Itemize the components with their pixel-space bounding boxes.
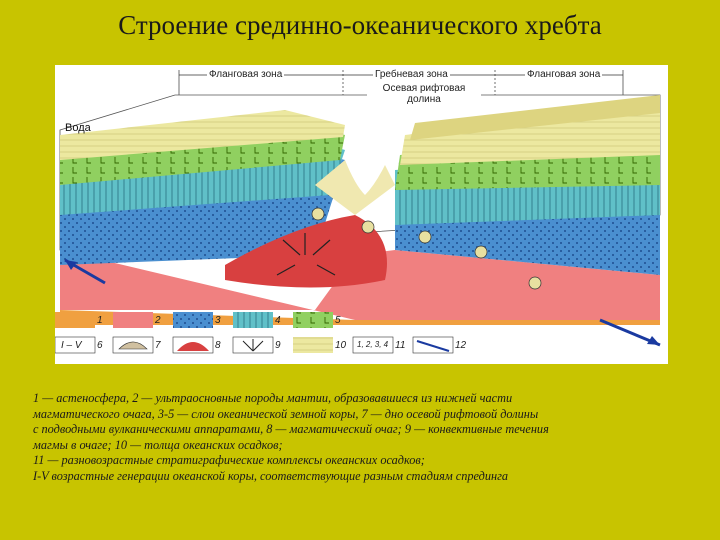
legend-swatch-2 <box>113 312 153 328</box>
legend-label-6: 6 <box>97 340 103 351</box>
caption-line: магматического очага, 3-5 — слои океанич… <box>33 407 713 423</box>
zone-label-center: Гребневая зона <box>373 69 450 80</box>
legend-swatch-10 <box>293 337 333 353</box>
zone-label-rift: Осевая рифтовая долина <box>367 83 481 105</box>
caption-line: 11 — разновозрастные стратиграфические к… <box>33 453 713 469</box>
legend-label-2: 2 <box>155 315 161 326</box>
legend-label-4: 4 <box>275 315 281 326</box>
caption-line: I-V возрастные генерации океанской коры,… <box>33 469 713 485</box>
legend-generations: I – V <box>61 340 82 351</box>
legend-label-7: 7 <box>155 340 161 351</box>
legend-label-10: 10 <box>335 340 346 351</box>
caption-line: 1 — астеносфера, 2 — ультраосновные поро… <box>33 391 713 407</box>
legend-label-5: 5 <box>335 315 341 326</box>
page-title: Строение срединно-океанического хребта <box>0 10 720 41</box>
legend-label-1: 1 <box>97 315 103 326</box>
water-label: Вода <box>65 122 91 134</box>
ridge-diagram: Фланговая зона Гребневая зона Фланговая … <box>55 65 668 364</box>
caption-line: с подводными вулканическими аппаратами, … <box>33 422 713 438</box>
ridge-block-diagram <box>55 65 668 364</box>
legend-swatch-4 <box>233 312 273 328</box>
zone-label-left: Фланговая зона <box>207 69 284 80</box>
caption-line: магмы в очаге; 10 — толща океанских осад… <box>33 438 713 454</box>
legend-label-3: 3 <box>215 315 221 326</box>
legend-swatch-3 <box>173 312 213 328</box>
legend-strat: 1, 2, 3, 4 <box>357 340 388 349</box>
legend-label-12: 12 <box>455 340 466 351</box>
zone-label-right: Фланговая зона <box>525 69 602 80</box>
legend-label-8: 8 <box>215 340 221 351</box>
legend-swatch-5 <box>293 312 333 328</box>
legend-label-11: 11 <box>395 340 405 351</box>
figure-caption: 1 — астеносфера, 2 — ультраосновные поро… <box>33 391 713 485</box>
legend-label-9: 9 <box>275 340 281 351</box>
legend-swatch-1 <box>55 312 95 328</box>
